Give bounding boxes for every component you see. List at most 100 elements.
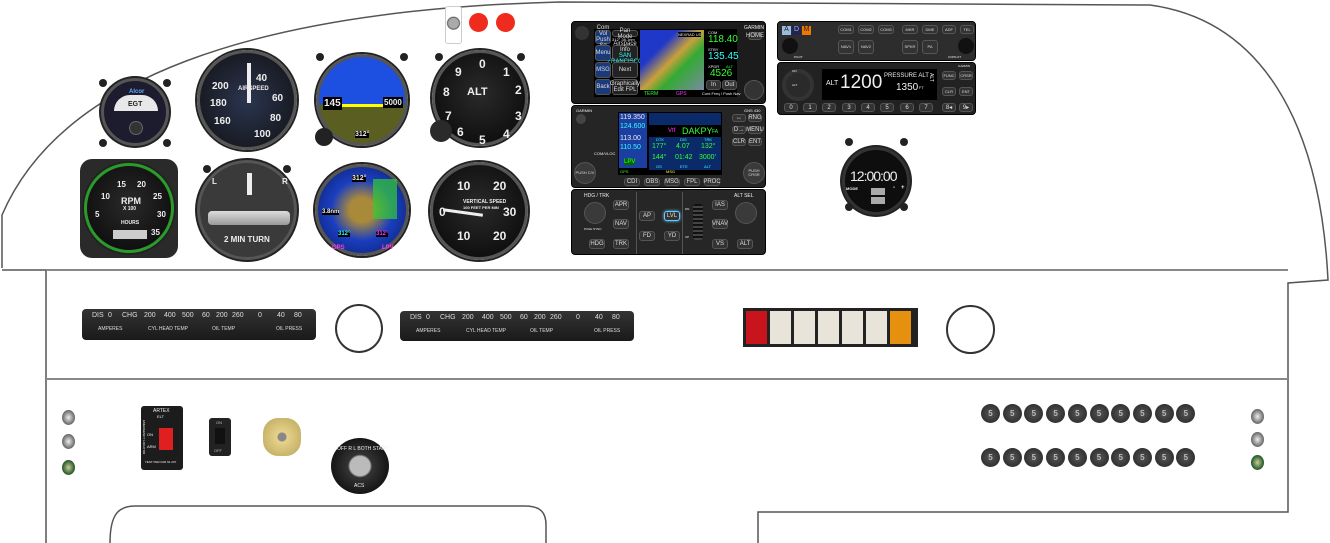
- pfd-knob[interactable]: [315, 128, 333, 146]
- msg-button[interactable]: MSG: [595, 62, 611, 78]
- audio-spkr[interactable]: SPKR: [902, 40, 918, 54]
- ent-button[interactable]: ENT: [959, 87, 973, 96]
- key-6[interactable]: 6: [900, 103, 914, 112]
- audio-d-badge[interactable]: D: [792, 26, 801, 35]
- trk-button[interactable]: TRK: [613, 239, 629, 249]
- circuit-breaker[interactable]: 5: [1089, 404, 1109, 423]
- com-knob[interactable]: PUSH C/V: [574, 162, 596, 184]
- master-switch[interactable]: [746, 311, 767, 344]
- circuit-breaker[interactable]: 5: [1089, 448, 1109, 467]
- circuit-breaker[interactable]: 5: [1154, 404, 1174, 423]
- rocker-switch-4[interactable]: [842, 311, 863, 344]
- headset-jack[interactable]: [1251, 409, 1264, 424]
- alt-button[interactable]: ALT: [737, 239, 753, 249]
- key-3[interactable]: 3: [842, 103, 856, 112]
- vnav-button[interactable]: VNAV: [712, 219, 728, 229]
- elt-switch[interactable]: [159, 428, 173, 450]
- circuit-breaker[interactable]: 5: [1132, 448, 1152, 467]
- mic-jack[interactable]: [62, 460, 75, 475]
- key-2[interactable]: 2: [822, 103, 836, 112]
- circuit-breaker[interactable]: 5: [1002, 448, 1022, 467]
- circuit-breaker[interactable]: 5: [1132, 404, 1152, 423]
- com-active-freq[interactable]: 119.350: [620, 114, 645, 121]
- audio-nav1[interactable]: NAV1: [838, 40, 854, 54]
- nav-button[interactable]: NAV: [613, 219, 629, 229]
- key-9[interactable]: 9▸: [959, 103, 973, 112]
- baro-knob[interactable]: [430, 120, 452, 142]
- audio-adf[interactable]: ADF: [942, 25, 956, 34]
- audio-tel[interactable]: TEL: [960, 25, 974, 34]
- clr-button[interactable]: CLR: [732, 138, 746, 146]
- com-vol-knob[interactable]: [576, 114, 586, 124]
- gtn-map[interactable]: NEXRAD US: [640, 30, 704, 90]
- key-0[interactable]: 0: [784, 103, 798, 112]
- circuit-breaker[interactable]: 5: [1002, 404, 1022, 423]
- menu-button[interactable]: MENU: [746, 126, 764, 134]
- cdr-swap[interactable]: ↔: [732, 114, 746, 122]
- cabin-heat-knob[interactable]: [263, 418, 301, 456]
- rocker-switch-3[interactable]: [818, 311, 839, 344]
- clr-button[interactable]: CLR: [942, 87, 956, 96]
- obs-button[interactable]: OBS: [644, 178, 660, 186]
- back-button[interactable]: Back: [595, 79, 611, 95]
- crsr-button[interactable]: CRSR: [959, 71, 973, 80]
- copilot-volume-knob[interactable]: [958, 38, 974, 54]
- ignition-switch[interactable]: OFF R L BOTH START ACS: [331, 438, 389, 494]
- cdi-button[interactable]: CDI: [624, 178, 640, 186]
- fd-button[interactable]: FD: [639, 231, 655, 241]
- ias-button[interactable]: IAS: [712, 200, 728, 210]
- rocker-switch-5[interactable]: [866, 311, 887, 344]
- circuit-breaker[interactable]: 5: [1176, 404, 1196, 423]
- standby-frequency[interactable]: 135.45: [708, 51, 739, 62]
- next-button[interactable]: Next: [612, 62, 638, 78]
- rocker-switch-2[interactable]: [794, 311, 815, 344]
- edit-fpl-button[interactable]: Graphically Edit FPL: [610, 79, 641, 95]
- circuit-breaker[interactable]: 5: [981, 448, 1000, 467]
- headset-jack[interactable]: [62, 434, 75, 449]
- audio-a-badge[interactable]: A: [782, 26, 791, 35]
- msg-button[interactable]: MSG: [664, 178, 680, 186]
- audio-mkr[interactable]: MKR: [902, 25, 918, 34]
- zoom-in-button[interactable]: In: [706, 80, 721, 90]
- direct-to-button[interactable]: D→: [732, 126, 746, 134]
- rocker-switch-1[interactable]: [770, 311, 791, 344]
- zoom-out-button[interactable]: Out: [722, 80, 737, 90]
- power-knob[interactable]: [575, 26, 589, 40]
- fpl-button[interactable]: FPL: [684, 178, 700, 186]
- adjust-knob[interactable]: [129, 121, 143, 135]
- circuit-breaker[interactable]: 5: [1046, 404, 1066, 423]
- key-5[interactable]: 5: [880, 103, 894, 112]
- lvl-button[interactable]: LVL: [664, 211, 680, 221]
- audio-dme[interactable]: DME: [922, 25, 938, 34]
- com-standby-freq[interactable]: 124.600: [620, 123, 646, 130]
- headset-jack[interactable]: [62, 410, 75, 425]
- amber-switch[interactable]: [890, 311, 911, 344]
- headset-jack[interactable]: [1251, 432, 1264, 447]
- com-frequency[interactable]: 118.40: [708, 34, 738, 45]
- nav-standby-freq[interactable]: 110.50: [620, 144, 641, 151]
- circuit-breaker[interactable]: 5: [981, 404, 1000, 423]
- circuit-breaker[interactable]: 5: [1176, 448, 1196, 467]
- circuit-breaker[interactable]: 5: [1154, 448, 1174, 467]
- com-vol-button[interactable]: Com Vol Push Sq: [595, 25, 611, 49]
- audio-com2[interactable]: COM2: [858, 25, 874, 34]
- audio-com1[interactable]: COM1: [838, 25, 854, 34]
- vs-button[interactable]: VS: [712, 239, 728, 249]
- proc-button[interactable]: PROC: [703, 178, 721, 186]
- nav-active-freq[interactable]: 113.00: [620, 135, 641, 142]
- rng-button[interactable]: RNG: [748, 114, 762, 122]
- pan-mode-button[interactable]: Pan Mode: [612, 28, 638, 40]
- hdg-button[interactable]: HDG: [589, 239, 605, 249]
- pilot-volume-knob[interactable]: [782, 38, 798, 54]
- usb-port[interactable]: [871, 188, 885, 195]
- circuit-breaker[interactable]: 5: [1046, 448, 1066, 467]
- mode-ring[interactable]: [782, 69, 814, 101]
- ent-button[interactable]: ENT: [748, 138, 762, 146]
- rocker-switch[interactable]: ON OFF: [209, 418, 231, 456]
- mic-jack[interactable]: [1251, 455, 1264, 470]
- circuit-breaker[interactable]: 5: [1024, 448, 1044, 467]
- transponder-code[interactable]: 4526: [710, 68, 733, 79]
- circuit-breaker[interactable]: 5: [1111, 448, 1131, 467]
- audio-m-badge[interactable]: M: [802, 26, 811, 35]
